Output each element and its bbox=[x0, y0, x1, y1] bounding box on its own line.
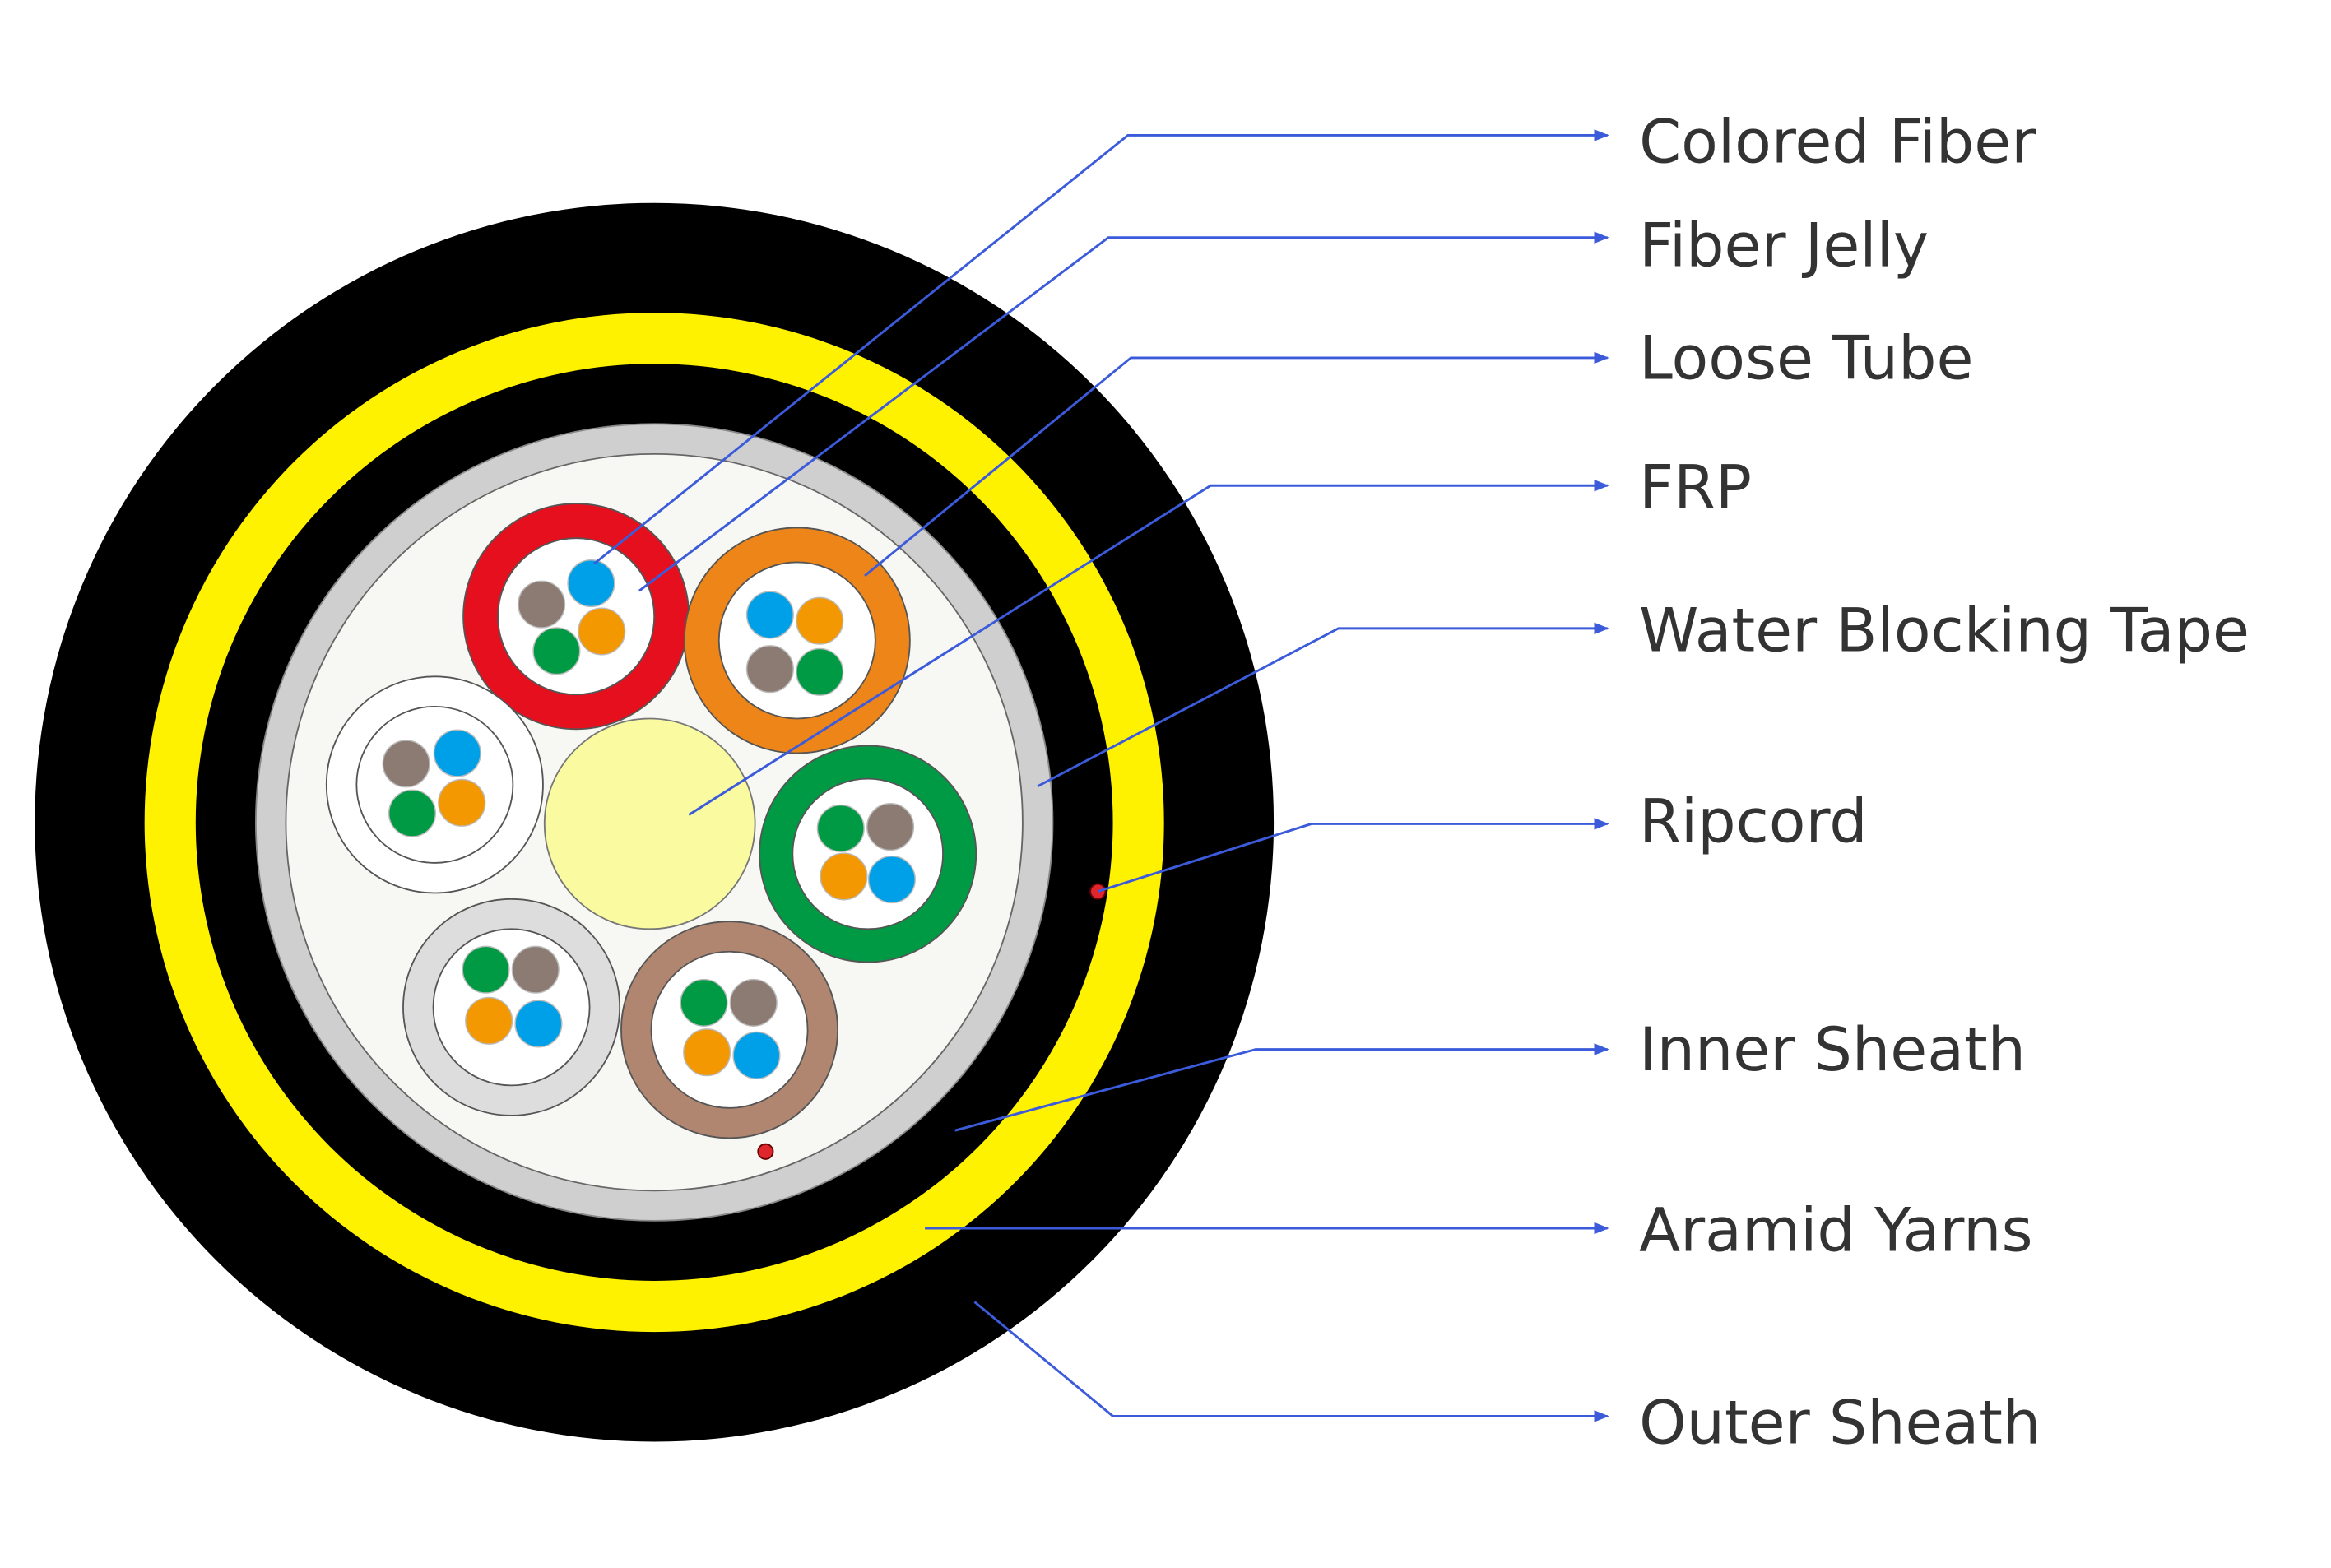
colored-fiber-green bbox=[462, 945, 510, 994]
colored-fiber-blue bbox=[745, 591, 794, 639]
label-loose-tube: Loose Tube bbox=[1639, 324, 1973, 394]
label-inner-sheath: Inner Sheath bbox=[1639, 1015, 2026, 1085]
colored-fiber-orange bbox=[796, 596, 844, 645]
colored-fiber-brown bbox=[518, 580, 566, 629]
colored-fiber-blue bbox=[867, 855, 916, 904]
colored-fiber-orange bbox=[683, 1028, 731, 1077]
loose-tube-green-inner bbox=[792, 777, 944, 930]
colored-fiber-brown bbox=[729, 978, 778, 1027]
label-colored-fiber: Colored Fiber bbox=[1639, 107, 2036, 177]
colored-fiber-green bbox=[816, 804, 865, 852]
colored-fiber-blue bbox=[567, 559, 615, 608]
label-aramid-yarns: Aramid Yarns bbox=[1639, 1195, 2032, 1265]
loose-tube-white-inner bbox=[355, 705, 514, 864]
loose-tube-brown-inner bbox=[650, 950, 809, 1109]
loose-tube-orange-inner bbox=[717, 561, 876, 720]
colored-fiber-green bbox=[532, 627, 581, 675]
colored-fiber-brown bbox=[511, 945, 560, 994]
loose-tube-gray-inner bbox=[432, 928, 591, 1087]
colored-fiber-green bbox=[388, 789, 437, 837]
colored-fiber-green bbox=[796, 647, 844, 696]
colored-fiber-blue bbox=[433, 729, 481, 777]
label-fiber-jelly: Fiber Jelly bbox=[1639, 211, 1929, 281]
leader-lines bbox=[593, 129, 1609, 1422]
label-outer-sheath: Outer Sheath bbox=[1639, 1388, 2041, 1458]
colored-fiber-blue bbox=[514, 1000, 563, 1048]
colored-fiber-brown bbox=[382, 740, 430, 788]
label-ripcord: Ripcord bbox=[1639, 786, 1868, 856]
colored-fiber-orange bbox=[465, 996, 513, 1045]
frp-core bbox=[543, 717, 756, 930]
ripcord-2 bbox=[757, 1143, 774, 1160]
colored-fiber-blue bbox=[732, 1031, 781, 1079]
label-water-blocking-tape: Water Blocking Tape bbox=[1639, 596, 2250, 666]
colored-fiber-orange bbox=[820, 852, 868, 901]
colored-fiber-brown bbox=[745, 645, 794, 694]
colored-fiber-orange bbox=[438, 778, 486, 827]
colored-fiber-orange bbox=[578, 607, 626, 656]
colored-fiber-green bbox=[680, 978, 728, 1027]
label-frp: FRP bbox=[1639, 453, 1752, 523]
colored-fiber-brown bbox=[866, 803, 915, 851]
